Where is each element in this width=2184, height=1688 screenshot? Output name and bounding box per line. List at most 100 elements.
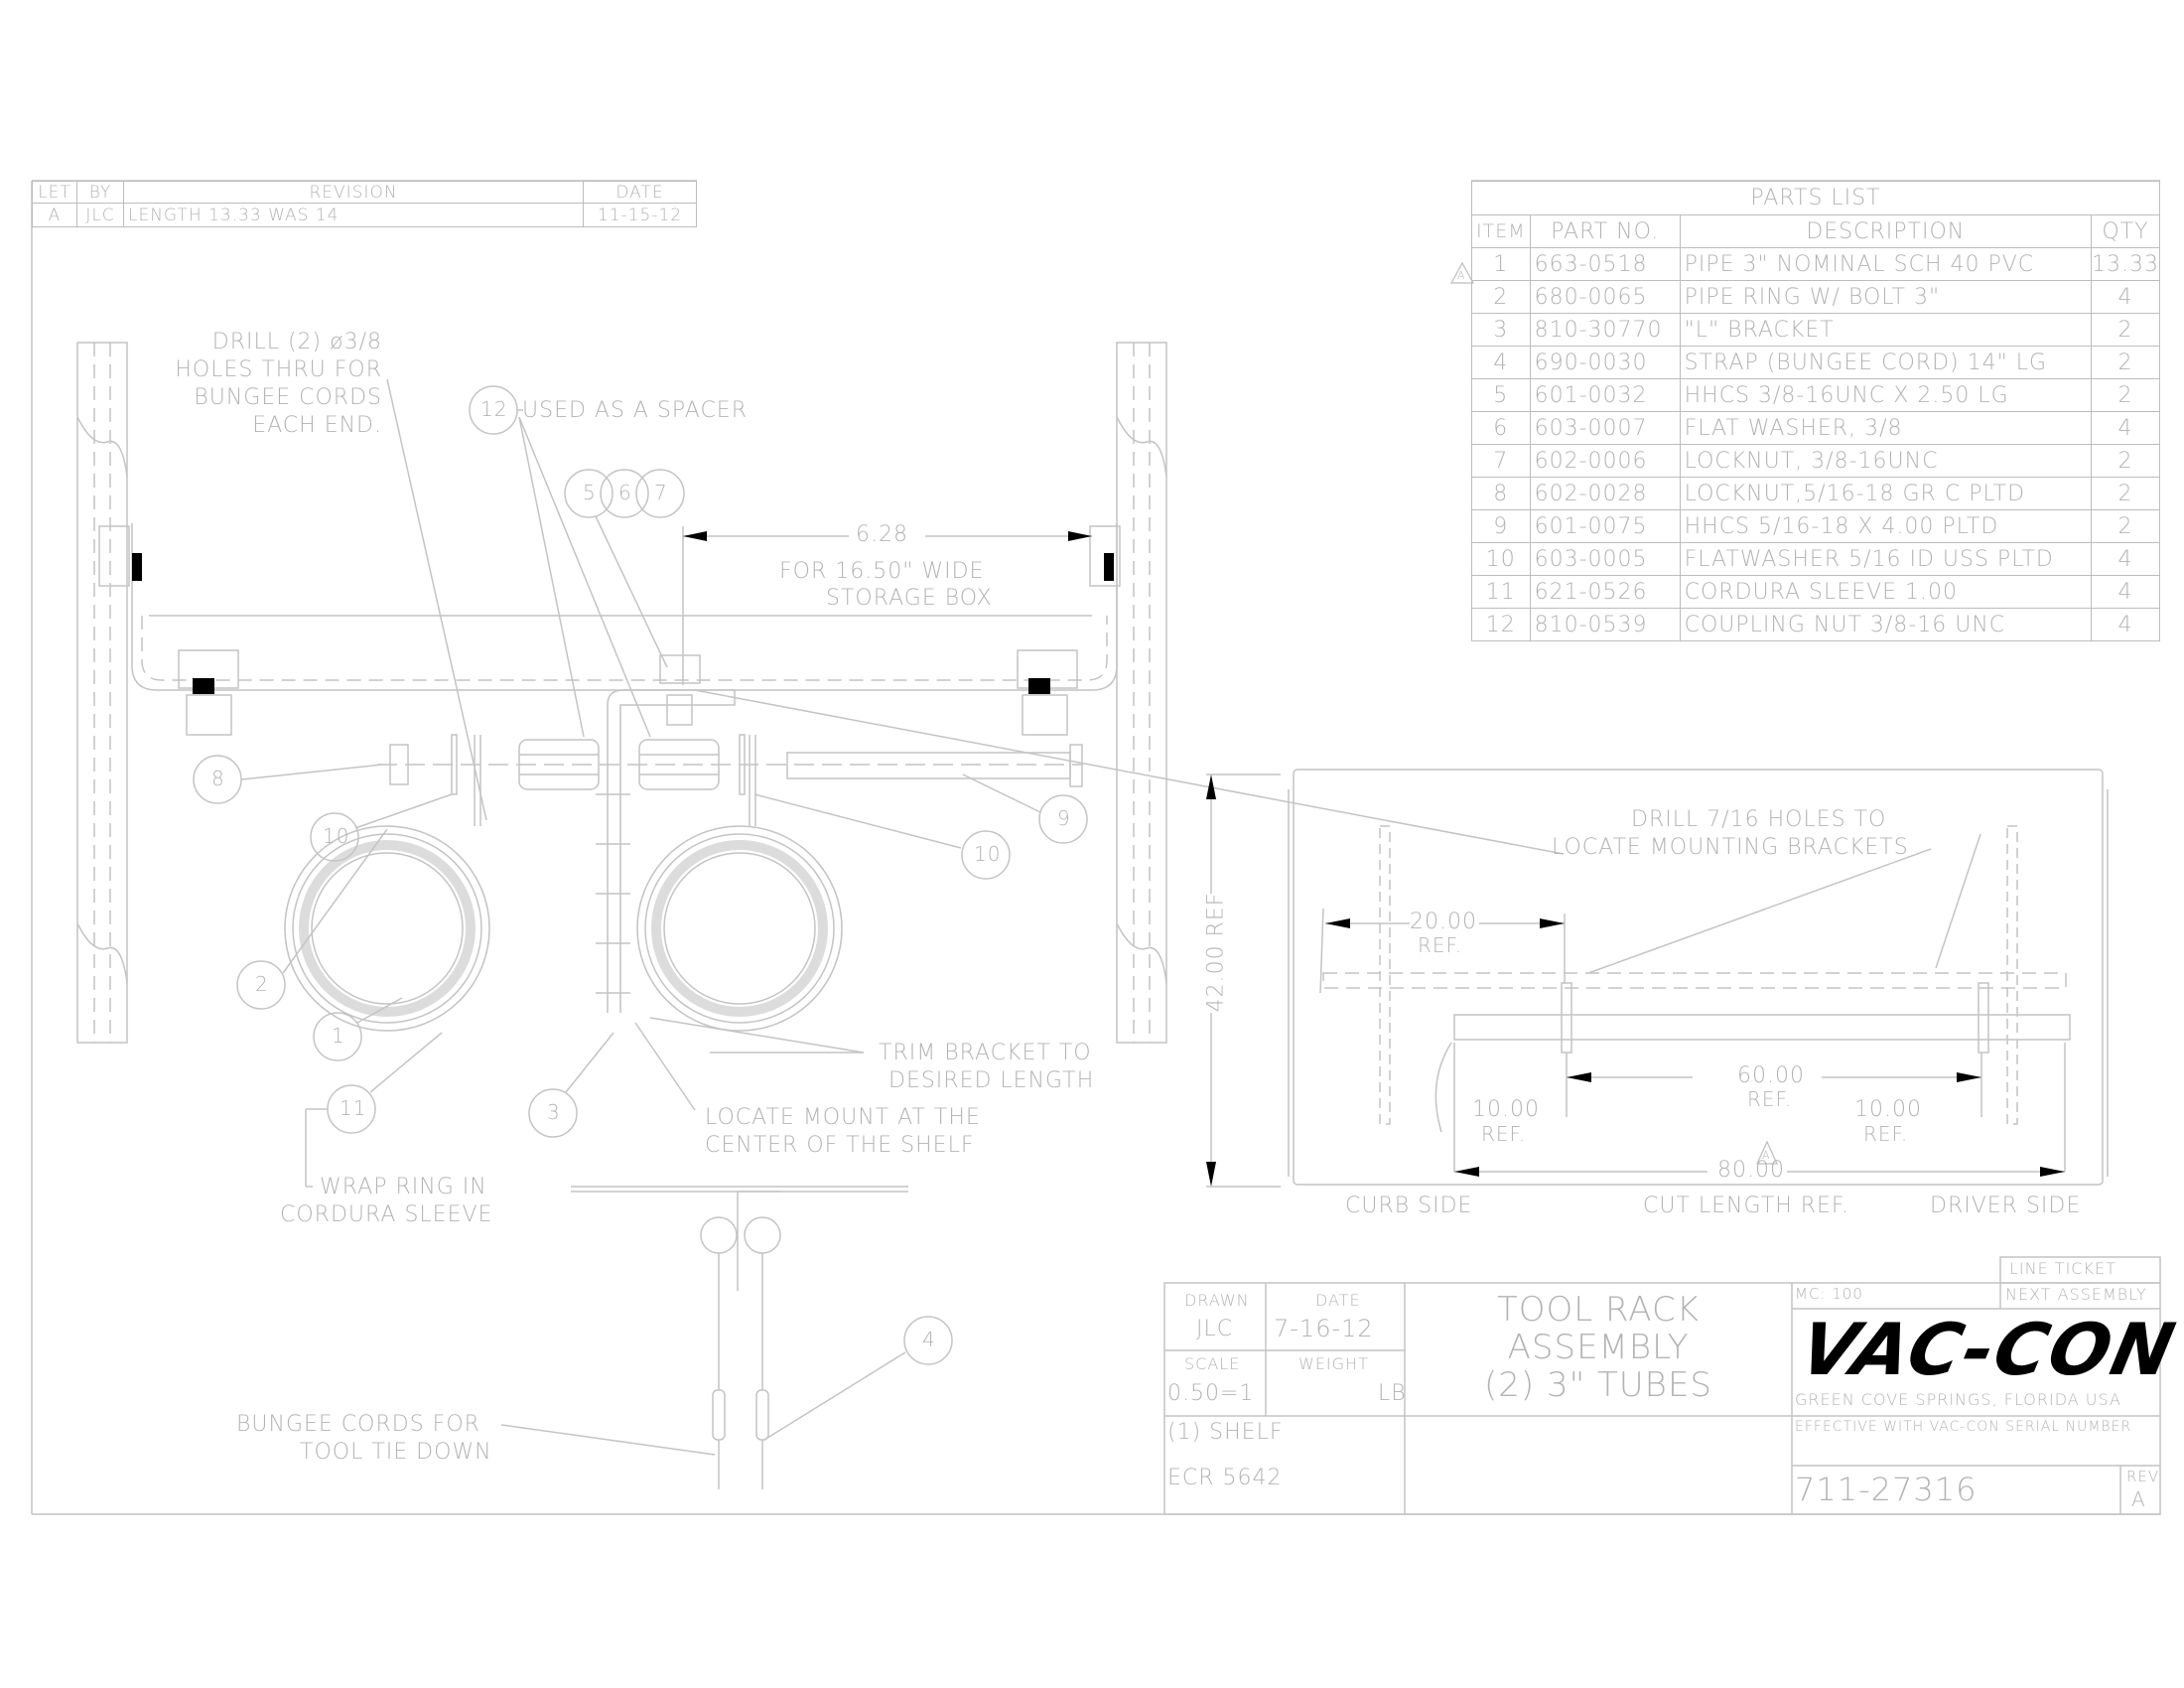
balloon-4: 4 [922,1328,936,1351]
note-drill-holes-line3: BUNGEE CORDS [194,385,382,410]
dimension-10-left-ref: REF. [1481,1122,1527,1146]
parts-header-qty: QTY [2091,214,2160,248]
balloon-7: 7 [654,481,668,504]
balloon-12: 12 [480,397,508,421]
parts-qty: 2 [2091,444,2160,478]
note-wrap-ring-line1: WRAP RING IN [320,1175,487,1199]
title-quantity-note: (1) SHELF [1167,1420,1284,1445]
note-trim-bracket-line1: TRIM BRACKET TO [879,1041,1092,1065]
parts-qty: 4 [2091,280,2160,314]
parts-description: LOCKNUT,5/16-18 GR C PLTD [1679,477,2093,510]
parts-description: "L" BRACKET [1679,313,2093,347]
balloon-8: 8 [211,767,225,790]
parts-header-item: ITEM [1471,214,1531,248]
parts-qty: 2 [2091,378,2160,412]
parts-item: 1 [1471,247,1531,281]
parts-qty: 2 [2091,346,2160,379]
parts-qty: 4 [2091,575,2160,609]
parts-part-no: 663-0518 [1529,247,1681,281]
revision-row: A JLC LENGTH 13.33 WAS 14 11-15-12 [32,203,697,227]
dimension-42-ref: 42.00 REF [1203,892,1229,1013]
balloon-5: 5 [583,481,597,504]
parts-qty: 4 [2091,411,2160,445]
title-scale-value: 0.50=1 [1167,1381,1255,1406]
parts-description: HHCS 5/16-18 X 4.00 PLTD [1679,509,2093,543]
label-driver-side: DRIVER SIDE [1930,1194,2082,1218]
dimension-60-ref: REF. [1747,1087,1793,1111]
title-date-value: 7-16-12 [1274,1315,1374,1342]
vac-con-logo: VAC-CON [1793,1308,2184,1391]
revision-header-by: BY [76,181,124,204]
note-drill-holes-line1: DRILL (2) ø3/8 [211,330,382,354]
dimension-10-left: 10.00 [1472,1097,1540,1122]
dimension-6-28: 6.28 [856,522,908,547]
parts-item: 6 [1471,411,1531,445]
revision-block: LET BY REVISION DATE A JLC LENGTH 13.33 … [32,181,697,227]
revision-description: LENGTH 13.33 WAS 14 [123,203,584,227]
note-bungee-cords-line1: BUNGEE CORDS FOR [236,1412,480,1437]
revision-let: A [32,203,77,227]
drawing-number: 711-27316 [1795,1471,1978,1508]
parts-qty: 4 [2091,608,2160,641]
label-cut-length: CUT LENGTH REF. [1643,1194,1850,1218]
title-location: GREEN COVE SPRINGS, FLORIDA USA [1795,1390,2121,1409]
revision-date: 11-15-12 [583,203,697,227]
parts-item: 11 [1471,575,1531,609]
parts-part-no: 603-0007 [1529,411,1681,445]
parts-item: 7 [1471,444,1531,478]
title-date-label: DATE [1315,1291,1361,1310]
parts-item: 8 [1471,477,1531,510]
dimension-80: 80.00 [1717,1158,1785,1183]
title-rev-label: REV [2126,1468,2160,1485]
parts-qty: 4 [2091,542,2160,576]
balloon-10-right: 10 [974,842,1002,866]
title-line-ticket: LINE TICKET [2009,1259,2116,1278]
note-locate-mount-line2: CENTER OF THE SHELF [705,1133,975,1158]
parts-item: 3 [1471,313,1531,347]
parts-qty: 2 [2091,313,2160,347]
dimension-10-right-ref: REF. [1863,1122,1909,1146]
title-ecr: ECR 5642 [1167,1466,1283,1490]
title-weight-label: WEIGHT [1298,1354,1369,1373]
drawing-title-line2: ASSEMBLY [1507,1328,1690,1367]
note-wrap-ring-line2: CORDURA SLEEVE [280,1202,493,1227]
balloon-2: 2 [255,972,269,996]
parts-part-no: 810-30770 [1529,313,1681,347]
balloon-10-left: 10 [323,824,350,848]
revision-header-date: DATE [583,181,697,204]
note-trim-bracket-line2: DESIRED LENGTH [888,1068,1095,1093]
parts-part-no: 602-0028 [1529,477,1681,510]
title-drawn-label: DRAWN [1184,1291,1250,1310]
label-curb-side: CURB SIDE [1345,1194,1473,1218]
note-drill-716-line1: DRILL 7/16 HOLES TO [1631,807,1887,832]
title-scale-label: SCALE [1184,1354,1241,1373]
parts-item: 10 [1471,542,1531,576]
parts-part-no: 601-0032 [1529,378,1681,412]
parts-description: COUPLING NUT 3/8-16 UNC [1679,608,2093,641]
revision-header-let: LET [32,181,77,204]
title-mc: MC: 100 [1795,1285,1863,1303]
parts-part-no: 810-0539 [1529,608,1681,641]
parts-description: PIPE 3" NOMINAL SCH 40 PVC [1679,247,2093,281]
parts-description: LOCKNUT, 3/8-16UNC [1679,444,2093,478]
parts-list: PARTS LIST ITEM PART NO. DESCRIPTION QTY… [1471,181,2160,641]
parts-qty: 13.33 [2091,247,2160,281]
title-next-assembly: NEXT ASSEMBLY [2005,1285,2147,1304]
parts-part-no: 680-0065 [1529,280,1681,314]
revision-by: JLC [76,203,124,227]
parts-description: STRAP (BUNGEE CORD) 14" LG [1679,346,2093,379]
note-storage-box-line1: FOR 16.50" WIDE [779,559,985,584]
note-locate-mount-line1: LOCATE MOUNT AT THE [705,1105,981,1130]
parts-description: HHCS 3/8-16UNC X 2.50 LG [1679,378,2093,412]
parts-revision-flag: A [1457,269,1466,282]
